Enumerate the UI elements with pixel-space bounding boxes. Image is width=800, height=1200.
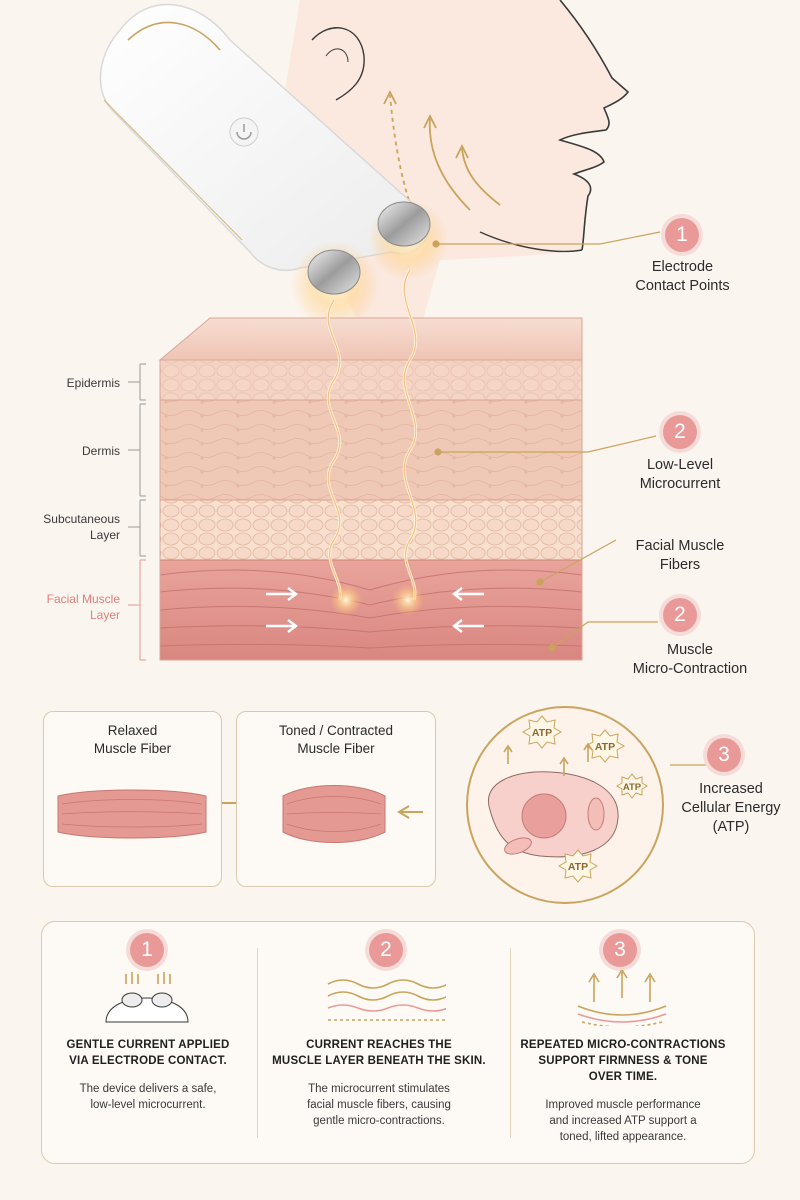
- steps-divider-1: [257, 948, 258, 1138]
- callout-badge-2: 2: [663, 415, 697, 449]
- relaxed-muscle-fiber: [57, 789, 207, 839]
- step-2-text: The microcurrent stimulates facial muscl…: [264, 1081, 494, 1129]
- relaxed-title-line2: Muscle Fiber: [93, 741, 172, 756]
- epidermis-label: Epidermis: [66, 376, 120, 390]
- subcutaneous-line2: Layer: [89, 528, 120, 542]
- step-1-text-line1: The device delivers a safe,: [79, 1083, 217, 1095]
- step-3-title: REPEATED MICRO-CONTRACTIONS SUPPORT FIRM…: [508, 1037, 738, 1085]
- atp-label-1: ATP: [532, 727, 552, 739]
- callout-5-line1: Increased: [699, 781, 763, 797]
- subcutaneous-label: Subcutaneous Layer: [10, 511, 120, 543]
- right-arrow-icon: [266, 587, 298, 633]
- muscle-layer-line1: Facial Muscle: [46, 592, 120, 606]
- step-3-badge: 3: [603, 933, 637, 967]
- callout-2-line2: Microcurrent: [639, 476, 721, 492]
- callout-4-line2: Micro-Contraction: [632, 661, 748, 677]
- facial-muscle-layer-label: Facial Muscle Layer: [10, 591, 120, 623]
- step-2-text-line2: facial muscle fibers, causing: [307, 1099, 451, 1111]
- callout-1-line1: Electrode: [651, 259, 714, 275]
- low-level-microcurrent-label: Low-Level Microcurrent: [605, 456, 755, 494]
- toned-fiber-title: Toned / Contracted Muscle Fiber: [237, 722, 435, 758]
- toned-title-line1: Toned / Contracted: [278, 723, 394, 738]
- muscle-micro-contraction-label: Muscle Micro-Contraction: [615, 641, 765, 679]
- steps-divider-2: [510, 948, 511, 1138]
- atp-label-3: ATP: [623, 782, 642, 793]
- atp-label-2: ATP: [595, 741, 615, 753]
- power-icon: [229, 117, 259, 147]
- callout-3-line2: Fibers: [659, 557, 701, 573]
- relaxed-title-line1: Relaxed: [107, 723, 158, 738]
- step-2-title-line1: CURRENT REACHES THE: [306, 1039, 452, 1051]
- subcutaneous-line1: Subcutaneous: [43, 512, 120, 526]
- contraction-arrow: [397, 805, 423, 819]
- step-2-badge: 2: [369, 933, 403, 967]
- step-3-title-line3: OVER TIME.: [588, 1071, 658, 1083]
- callout-5-line2: Cellular Energy: [681, 800, 781, 816]
- left-arrow-icon: [452, 587, 484, 633]
- atp-burst: [521, 715, 648, 883]
- relaxed-fiber-title: Relaxed Muscle Fiber: [44, 722, 221, 758]
- step-2-text-line3: gentle micro-contractions.: [313, 1115, 445, 1127]
- layer-brackets: [128, 363, 146, 661]
- toned-title-line2: Muscle Fiber: [297, 741, 375, 756]
- callout-badge-2b: 2: [663, 598, 697, 632]
- increased-cellular-energy-label: Increased Cellular Energy (ATP): [665, 780, 797, 837]
- callout-1-line2: Contact Points: [635, 278, 730, 294]
- relaxed-fiber-panel: Relaxed Muscle Fiber: [43, 711, 222, 887]
- step-1-title-line2: VIA ELECTRODE CONTACT.: [69, 1055, 227, 1067]
- step-3-text: Improved muscle performance and increase…: [508, 1097, 738, 1145]
- callout-badge-1: 1: [665, 218, 699, 252]
- step-2-title-line2: MUSCLE LAYER BENEATH THE SKIN.: [272, 1055, 486, 1067]
- skin-cross-section: [158, 269, 583, 661]
- step-3-title-line1: REPEATED MICRO-CONTRACTIONS: [520, 1039, 726, 1051]
- step-1-text-line2: low-level microcurrent.: [90, 1099, 206, 1111]
- callout-3-line1: Facial Muscle: [635, 538, 725, 554]
- callout-4-line1: Muscle: [667, 642, 713, 658]
- atp-label-4: ATP: [568, 861, 588, 873]
- step-1-title-line1: GENTLE CURRENT APPLIED: [66, 1039, 230, 1051]
- microcurrent-device: [99, 3, 448, 329]
- dermis-label: Dermis: [82, 444, 120, 458]
- current-waves-icon: [327, 979, 446, 1021]
- electrode-contact-points-label: Electrode Contact Points: [610, 258, 755, 296]
- lift-firmness-icon: [577, 970, 667, 1026]
- cell-atp-diagram: ATP ATP ATP ATP: [466, 706, 664, 904]
- electrode-contact-icon: [105, 972, 189, 1023]
- microcurrent-illustration: [99, 0, 661, 661]
- step-3-text-line2: and increased ATP support a: [549, 1115, 697, 1127]
- callout-lines: [432, 231, 661, 652]
- callout-badge-3: 3: [707, 738, 741, 772]
- toned-fiber-panel: Toned / Contracted Muscle Fiber: [236, 711, 436, 887]
- step-1-title: GENTLE CURRENT APPLIED VIA ELECTRODE CON…: [33, 1037, 263, 1069]
- step-1-badge: 1: [130, 933, 164, 967]
- callout-5-line3: (ATP): [712, 819, 750, 835]
- step-3-text-line3: toned, lifted appearance.: [559, 1131, 687, 1143]
- step-2-title: CURRENT REACHES THE MUSCLE LAYER BENEATH…: [264, 1037, 494, 1069]
- atp-callout-line: [670, 764, 706, 766]
- lift-arrow-icon: [383, 89, 501, 231]
- step-3-title-line2: SUPPORT FIRMNESS & TONE: [538, 1055, 708, 1067]
- step-3-text-line1: Improved muscle performance: [545, 1099, 701, 1111]
- toned-muscle-fiber: [282, 785, 386, 843]
- muscle-layer-line2: Layer: [89, 608, 120, 622]
- step-1-text: The device delivers a safe, low-level mi…: [33, 1081, 263, 1113]
- callout-2-line1: Low-Level: [646, 457, 714, 473]
- facial-muscle-fibers-label: Facial Muscle Fibers: [605, 537, 755, 575]
- step-2-text-line1: The microcurrent stimulates: [308, 1083, 450, 1095]
